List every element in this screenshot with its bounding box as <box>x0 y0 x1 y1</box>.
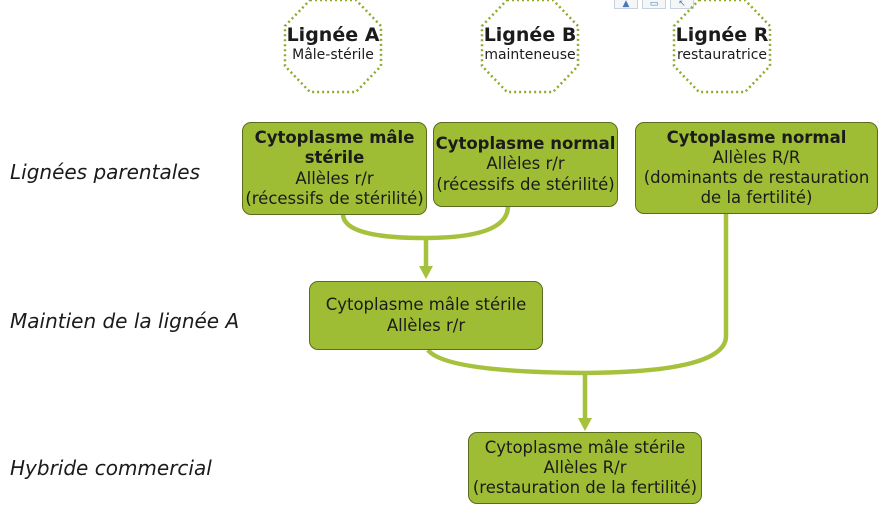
box-b-note: (récessifs de stérilité) <box>436 174 615 194</box>
box-r-title: Cytoplasme normal <box>666 127 847 147</box>
box-a-alleles: Allèles r/r <box>295 168 374 188</box>
box-lignee-b: Cytoplasme normal Allèles r/r (récessifs… <box>433 122 618 207</box>
box-lignee-r: Cytoplasme normal Allèles R/R (dominants… <box>635 122 878 214</box>
box-b-title: Cytoplasme normal <box>435 134 616 154</box>
ab-arrowhead <box>419 266 433 279</box>
box-maint-cytoplasm: Cytoplasme mâle stérile <box>325 295 527 315</box>
pointer-icon[interactable]: ↖ <box>670 0 694 9</box>
box-r-note-2: de la fertilité) <box>700 188 813 208</box>
hybrid-arrowhead <box>578 418 592 431</box>
octagon-r-name: Lignée R <box>675 24 769 46</box>
octagon-lignee-b: Lignée B mainteneuse <box>472 24 588 64</box>
octagon-r-outline <box>672 0 772 94</box>
box-a-note: (récessifs de stérilité) <box>245 188 424 208</box>
octagon-a-name: Lignée A <box>286 24 380 46</box>
box-hybrid: Cytoplasme mâle stérile Allèles R/r (res… <box>468 432 702 504</box>
box-r-alleles: Allèles R/R <box>712 147 801 167</box>
box-maintenance: Cytoplasme mâle stérile Allèles r/r <box>309 281 543 350</box>
octagon-r-sub: restauratrice <box>676 47 768 63</box>
row-label-maintenance: Maintien de la lignée A <box>10 309 240 333</box>
octagon-a-sub: Mâle-stérile <box>292 47 374 63</box>
box-hybrid-alleles: Allèles R/r <box>543 457 627 477</box>
box-a-title: Cytoplasme mâle stérile <box>254 128 415 168</box>
row-label-parental: Lignées parentales <box>10 160 200 184</box>
comment-icon[interactable]: ▭ <box>642 0 666 9</box>
box-lignee-a: Cytoplasme mâle stérile Allèles r/r (réc… <box>242 122 427 215</box>
octagon-b-outline <box>480 0 580 94</box>
octagon-b-name: Lignée B <box>483 24 577 46</box>
box-maint-alleles: Allèles r/r <box>386 315 466 335</box>
box-b-alleles: Allèles r/r <box>486 154 565 174</box>
octagon-a-outline <box>283 0 383 94</box>
octagon-lignee-a: Lignée A Mâle-stérile <box>285 24 381 64</box>
box-hybrid-note: (restauration de la fertilité) <box>472 478 698 498</box>
octagon-b-sub: mainteneuse <box>484 47 576 63</box>
box-hybrid-cytoplasm: Cytoplasme mâle stérile <box>484 437 686 457</box>
merge-ab-connector <box>340 205 511 241</box>
octagon-lignee-r: Lignée R restauratrice <box>664 24 780 64</box>
box-r-note-1: (dominants de restauration <box>643 168 870 187</box>
row-label-hybrid: Hybride commercial <box>10 456 212 480</box>
chart-icon[interactable]: ▲ <box>614 0 638 9</box>
